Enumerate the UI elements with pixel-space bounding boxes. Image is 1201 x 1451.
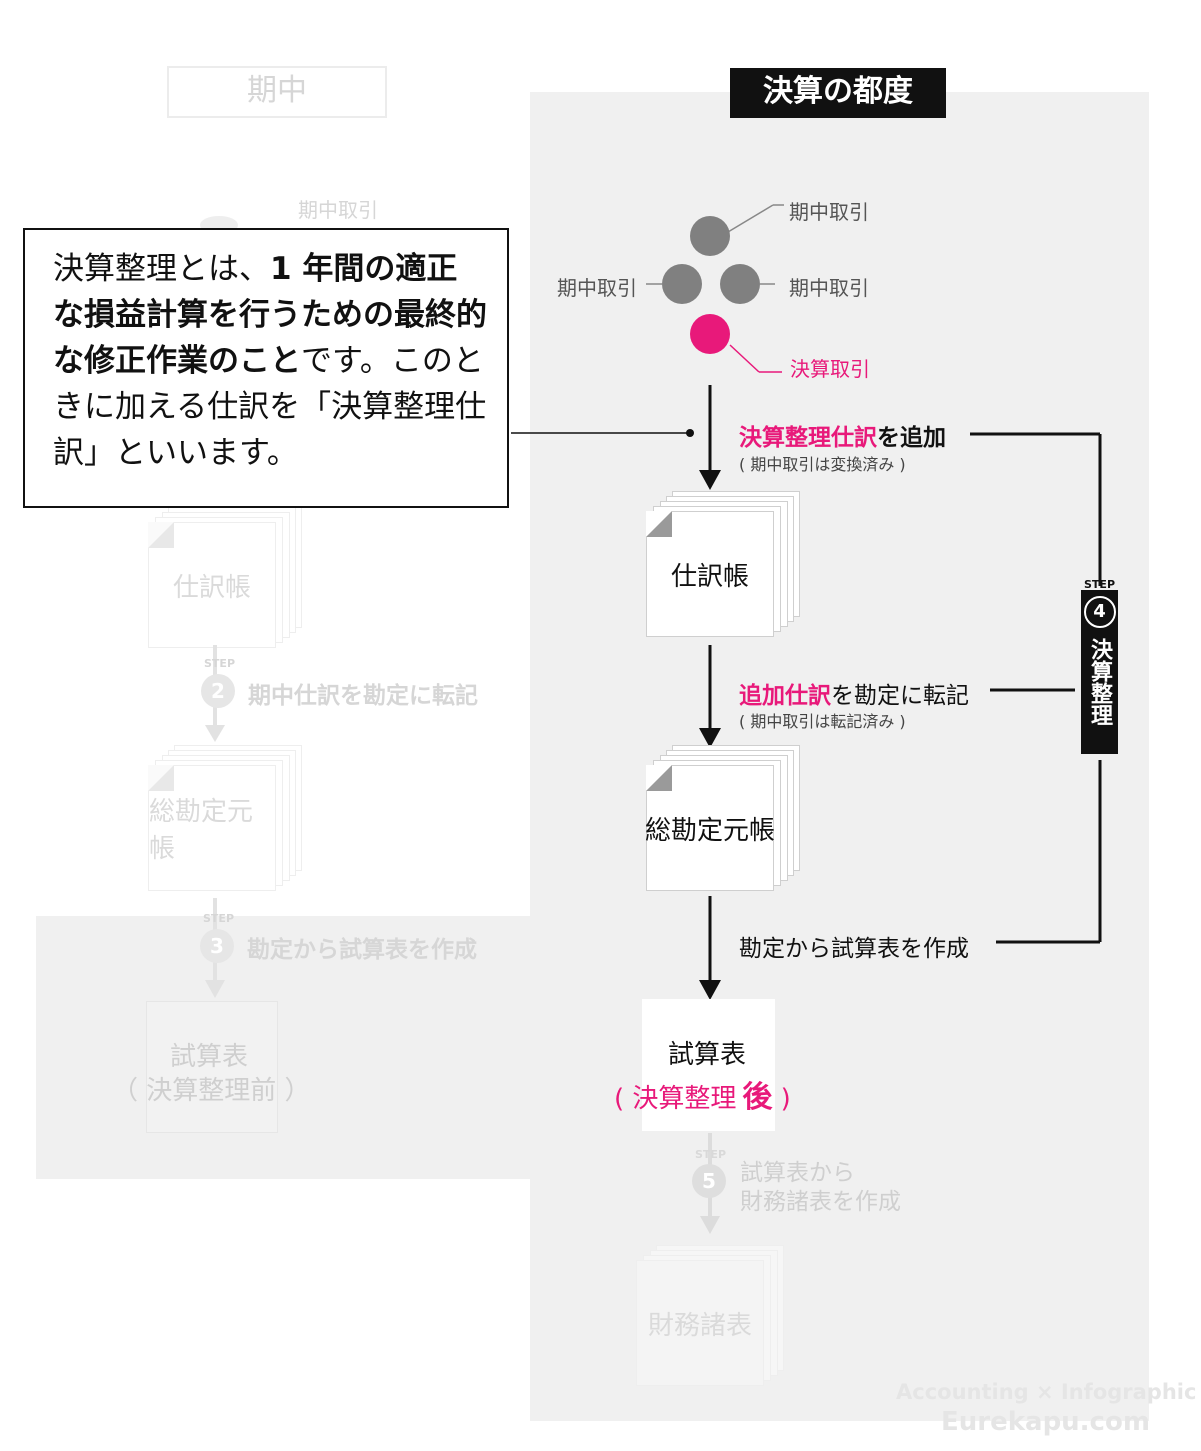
trial-balance-box xyxy=(642,999,775,1131)
left-step2-label: 期中仕訳を勘定に転記 xyxy=(248,683,478,709)
left-step2-word: STEP xyxy=(204,657,236,670)
post-entries-pink: 追加仕訳 xyxy=(739,683,831,709)
left-trial-balance-label: 試算表 xyxy=(170,1042,249,1072)
left-step2-badge: 2 xyxy=(201,674,235,708)
left-step3-word: STEP xyxy=(203,912,235,925)
left-step3-badge: 3 xyxy=(200,929,234,963)
transaction-dot-top xyxy=(690,216,730,256)
txn-label-closing: 決算取引 xyxy=(790,357,870,381)
left-trial-balance-box xyxy=(146,1001,278,1133)
step4-tab: 4 決算整理 xyxy=(1081,590,1118,754)
trial-balance-sub: ( 決算整理後 ) xyxy=(614,1072,791,1116)
step5-badge: 5 xyxy=(692,1164,726,1198)
step5-label-1: 試算表から xyxy=(740,1160,855,1186)
add-entries-black: を追加 xyxy=(877,425,946,451)
step4-badge: 4 xyxy=(1083,596,1116,628)
left-step3-label: 勘定から試算表を作成 xyxy=(247,937,477,963)
callout-text-2: です。このときに加える仕訳を「決算整理仕訳」といいます。 xyxy=(53,343,487,471)
financial-statements-label: 財務諸表 xyxy=(636,1260,764,1386)
post-entries-black: を勘定に転記 xyxy=(831,683,969,709)
pre-closing-panel-bg xyxy=(36,916,536,1179)
definition-callout: 決算整理とは、1 年間の適正な損益計算を行うための最終的な修正作業のことです。こ… xyxy=(23,228,509,508)
post-entries-label: 追加仕訳を勘定に転記 xyxy=(739,676,969,710)
add-entries-sub: ( 期中取引は変換済み ) xyxy=(739,455,906,474)
left-ledger-label: 総勘定元帳 xyxy=(148,765,276,891)
closing-panel-bg xyxy=(530,92,1149,1421)
transaction-connectors xyxy=(646,204,784,373)
journal-label: 仕訳帳 xyxy=(646,511,774,637)
add-entries-label: 決算整理仕訳を追加 xyxy=(739,418,946,452)
closing-header: 決算の都度 xyxy=(730,68,946,118)
transaction-dot-left xyxy=(662,264,702,304)
step5-label-2: 財務諸表を作成 xyxy=(740,1189,901,1215)
step4-word: STEP xyxy=(1084,578,1116,591)
trial-balance-sub-a: ( 決算整理 xyxy=(614,1084,737,1114)
callout-text-1: 決算整理とは、 xyxy=(53,251,270,287)
callout-bold: 1 年間の適正な損益計算を行うための最終的な修正作業のこと xyxy=(53,251,487,379)
txn-label-top: 期中取引 xyxy=(789,200,869,224)
period-header: 期中 xyxy=(167,66,387,118)
trial-balance-sub-b: 後 xyxy=(742,1080,773,1115)
trial-balance-sub-c: ) xyxy=(772,1084,791,1114)
left-transaction-label: 期中取引 xyxy=(298,198,378,222)
trial-balance-label: 試算表 xyxy=(668,1040,747,1070)
add-entries-pink: 決算整理仕訳 xyxy=(739,425,877,451)
watermark-line2: Eurekapu.com xyxy=(941,1407,1150,1437)
left-trial-balance-sub: （ 決算整理前 ） xyxy=(112,1076,311,1106)
left-journal-doc: 仕訳帳 xyxy=(148,502,308,652)
financial-statements-doc: 財務諸表 xyxy=(636,1245,796,1395)
watermark-line1: Accounting × Infographic xyxy=(896,1380,1197,1404)
step4-label: 決算整理 xyxy=(1087,638,1112,726)
post-entries-sub: ( 期中取引は転記済み ) xyxy=(739,712,906,731)
closing-transaction-dot xyxy=(690,314,730,354)
create-tb-label: 勘定から試算表を作成 xyxy=(739,936,969,962)
step5-word: STEP xyxy=(695,1148,727,1161)
left-ledger-doc: 総勘定元帳 xyxy=(148,745,308,895)
txn-label-right: 期中取引 xyxy=(789,276,869,300)
txn-label-left: 期中取引 xyxy=(557,276,637,300)
transaction-dot-right xyxy=(720,264,760,304)
journal-doc: 仕訳帳 xyxy=(646,491,806,641)
ledger-doc: 総勘定元帳 xyxy=(645,745,806,895)
